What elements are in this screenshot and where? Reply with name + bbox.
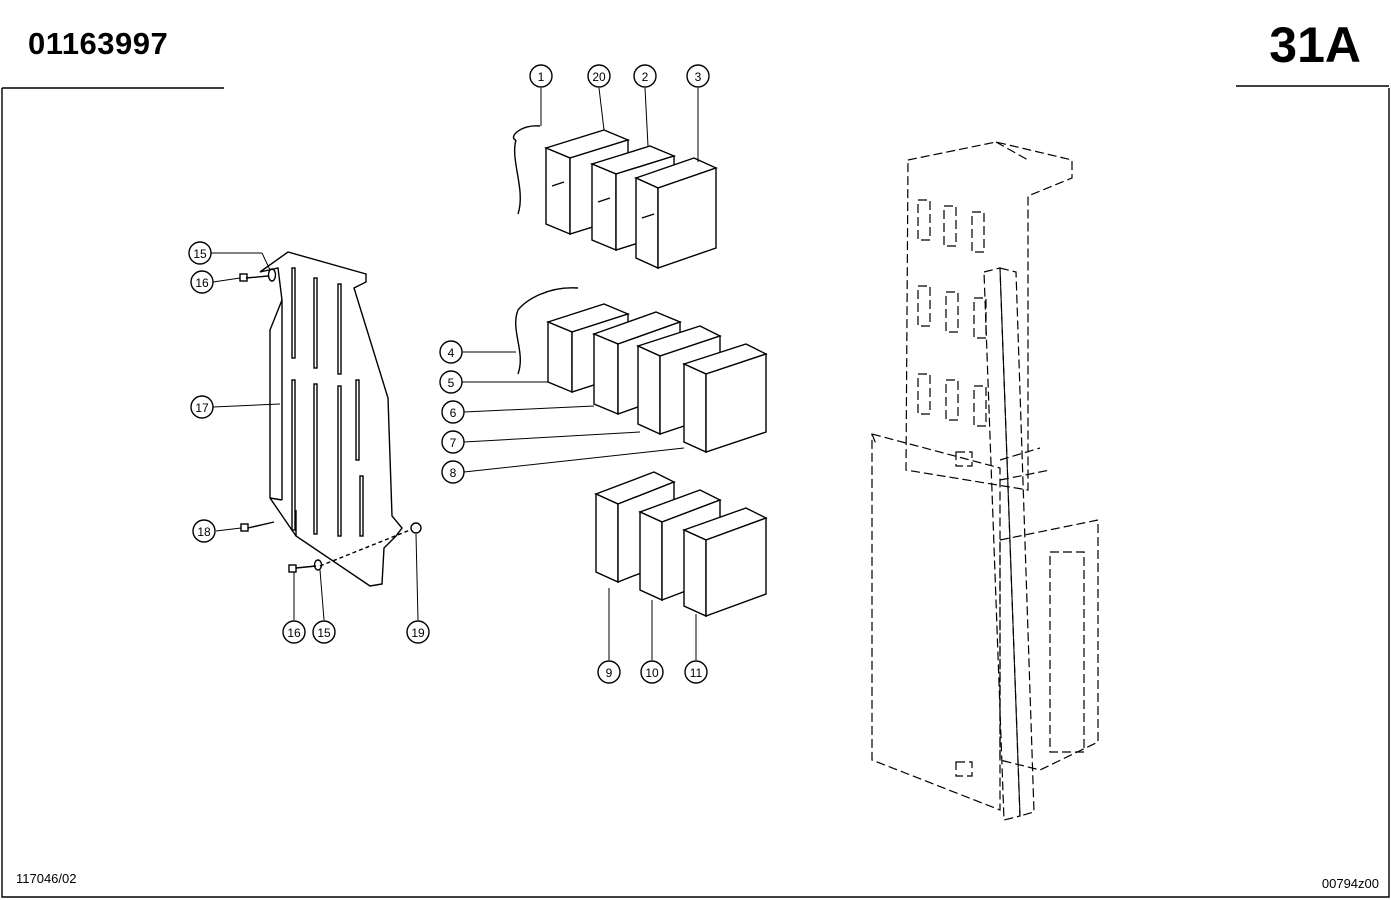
callout-11: 11: [684, 660, 708, 684]
svg-text:16: 16: [195, 276, 209, 290]
callout-15-top: 15: [188, 241, 212, 265]
callout-4: 4: [439, 340, 463, 364]
svg-text:19: 19: [411, 626, 425, 640]
callout-bubbles: 1 20 2 3 15 16 17 18 16 15 19 4 5 6 7 8 …: [188, 64, 710, 684]
svg-text:15: 15: [193, 247, 207, 261]
svg-text:17: 17: [195, 401, 209, 415]
svg-text:20: 20: [592, 70, 606, 84]
callout-8: 8: [441, 460, 465, 484]
callout-2: 2: [633, 64, 657, 88]
callout-3: 3: [686, 64, 710, 88]
svg-text:3: 3: [695, 70, 702, 84]
callout-17: 17: [190, 395, 214, 419]
callout-6: 6: [441, 400, 465, 424]
callout-15-bottom: 15: [312, 620, 336, 644]
module-group-middle: [514, 287, 768, 454]
svg-text:18: 18: [197, 525, 211, 539]
part-number: 01163997: [28, 26, 169, 61]
svg-text:5: 5: [448, 376, 455, 390]
callout-16-bottom: 16: [282, 620, 306, 644]
page-frame: [1, 85, 1390, 898]
bracket-assembly: [239, 251, 422, 587]
svg-text:16: 16: [287, 626, 301, 640]
svg-text:7: 7: [450, 436, 457, 450]
svg-text:6: 6: [450, 406, 457, 420]
svg-text:15: 15: [317, 626, 331, 640]
callout-5: 5: [439, 370, 463, 394]
svg-text:11: 11: [690, 666, 703, 680]
callout-1: 1: [529, 64, 553, 88]
callout-16-top: 16: [190, 270, 214, 294]
module-group-top: [512, 125, 718, 270]
callout-18: 18: [192, 519, 216, 543]
svg-text:8: 8: [450, 466, 457, 480]
footer-left-reference: 117046/02: [16, 871, 77, 886]
footer-right-reference: 00794z00: [1321, 876, 1379, 891]
frame-rack-outline: [871, 141, 1099, 821]
svg-text:9: 9: [606, 666, 613, 680]
svg-text:10: 10: [645, 666, 659, 680]
callout-20: 20: [587, 64, 611, 88]
page-code: 31A: [1269, 17, 1361, 73]
svg-text:4: 4: [448, 346, 455, 360]
svg-text:1: 1: [538, 70, 545, 84]
svg-text:2: 2: [642, 70, 649, 84]
callout-9: 9: [597, 660, 621, 684]
callout-19: 19: [406, 620, 430, 644]
module-group-bottom: [594, 471, 768, 618]
callout-10: 10: [640, 660, 664, 684]
callout-7: 7: [441, 430, 465, 454]
callout-leaders: [211, 87, 699, 660]
